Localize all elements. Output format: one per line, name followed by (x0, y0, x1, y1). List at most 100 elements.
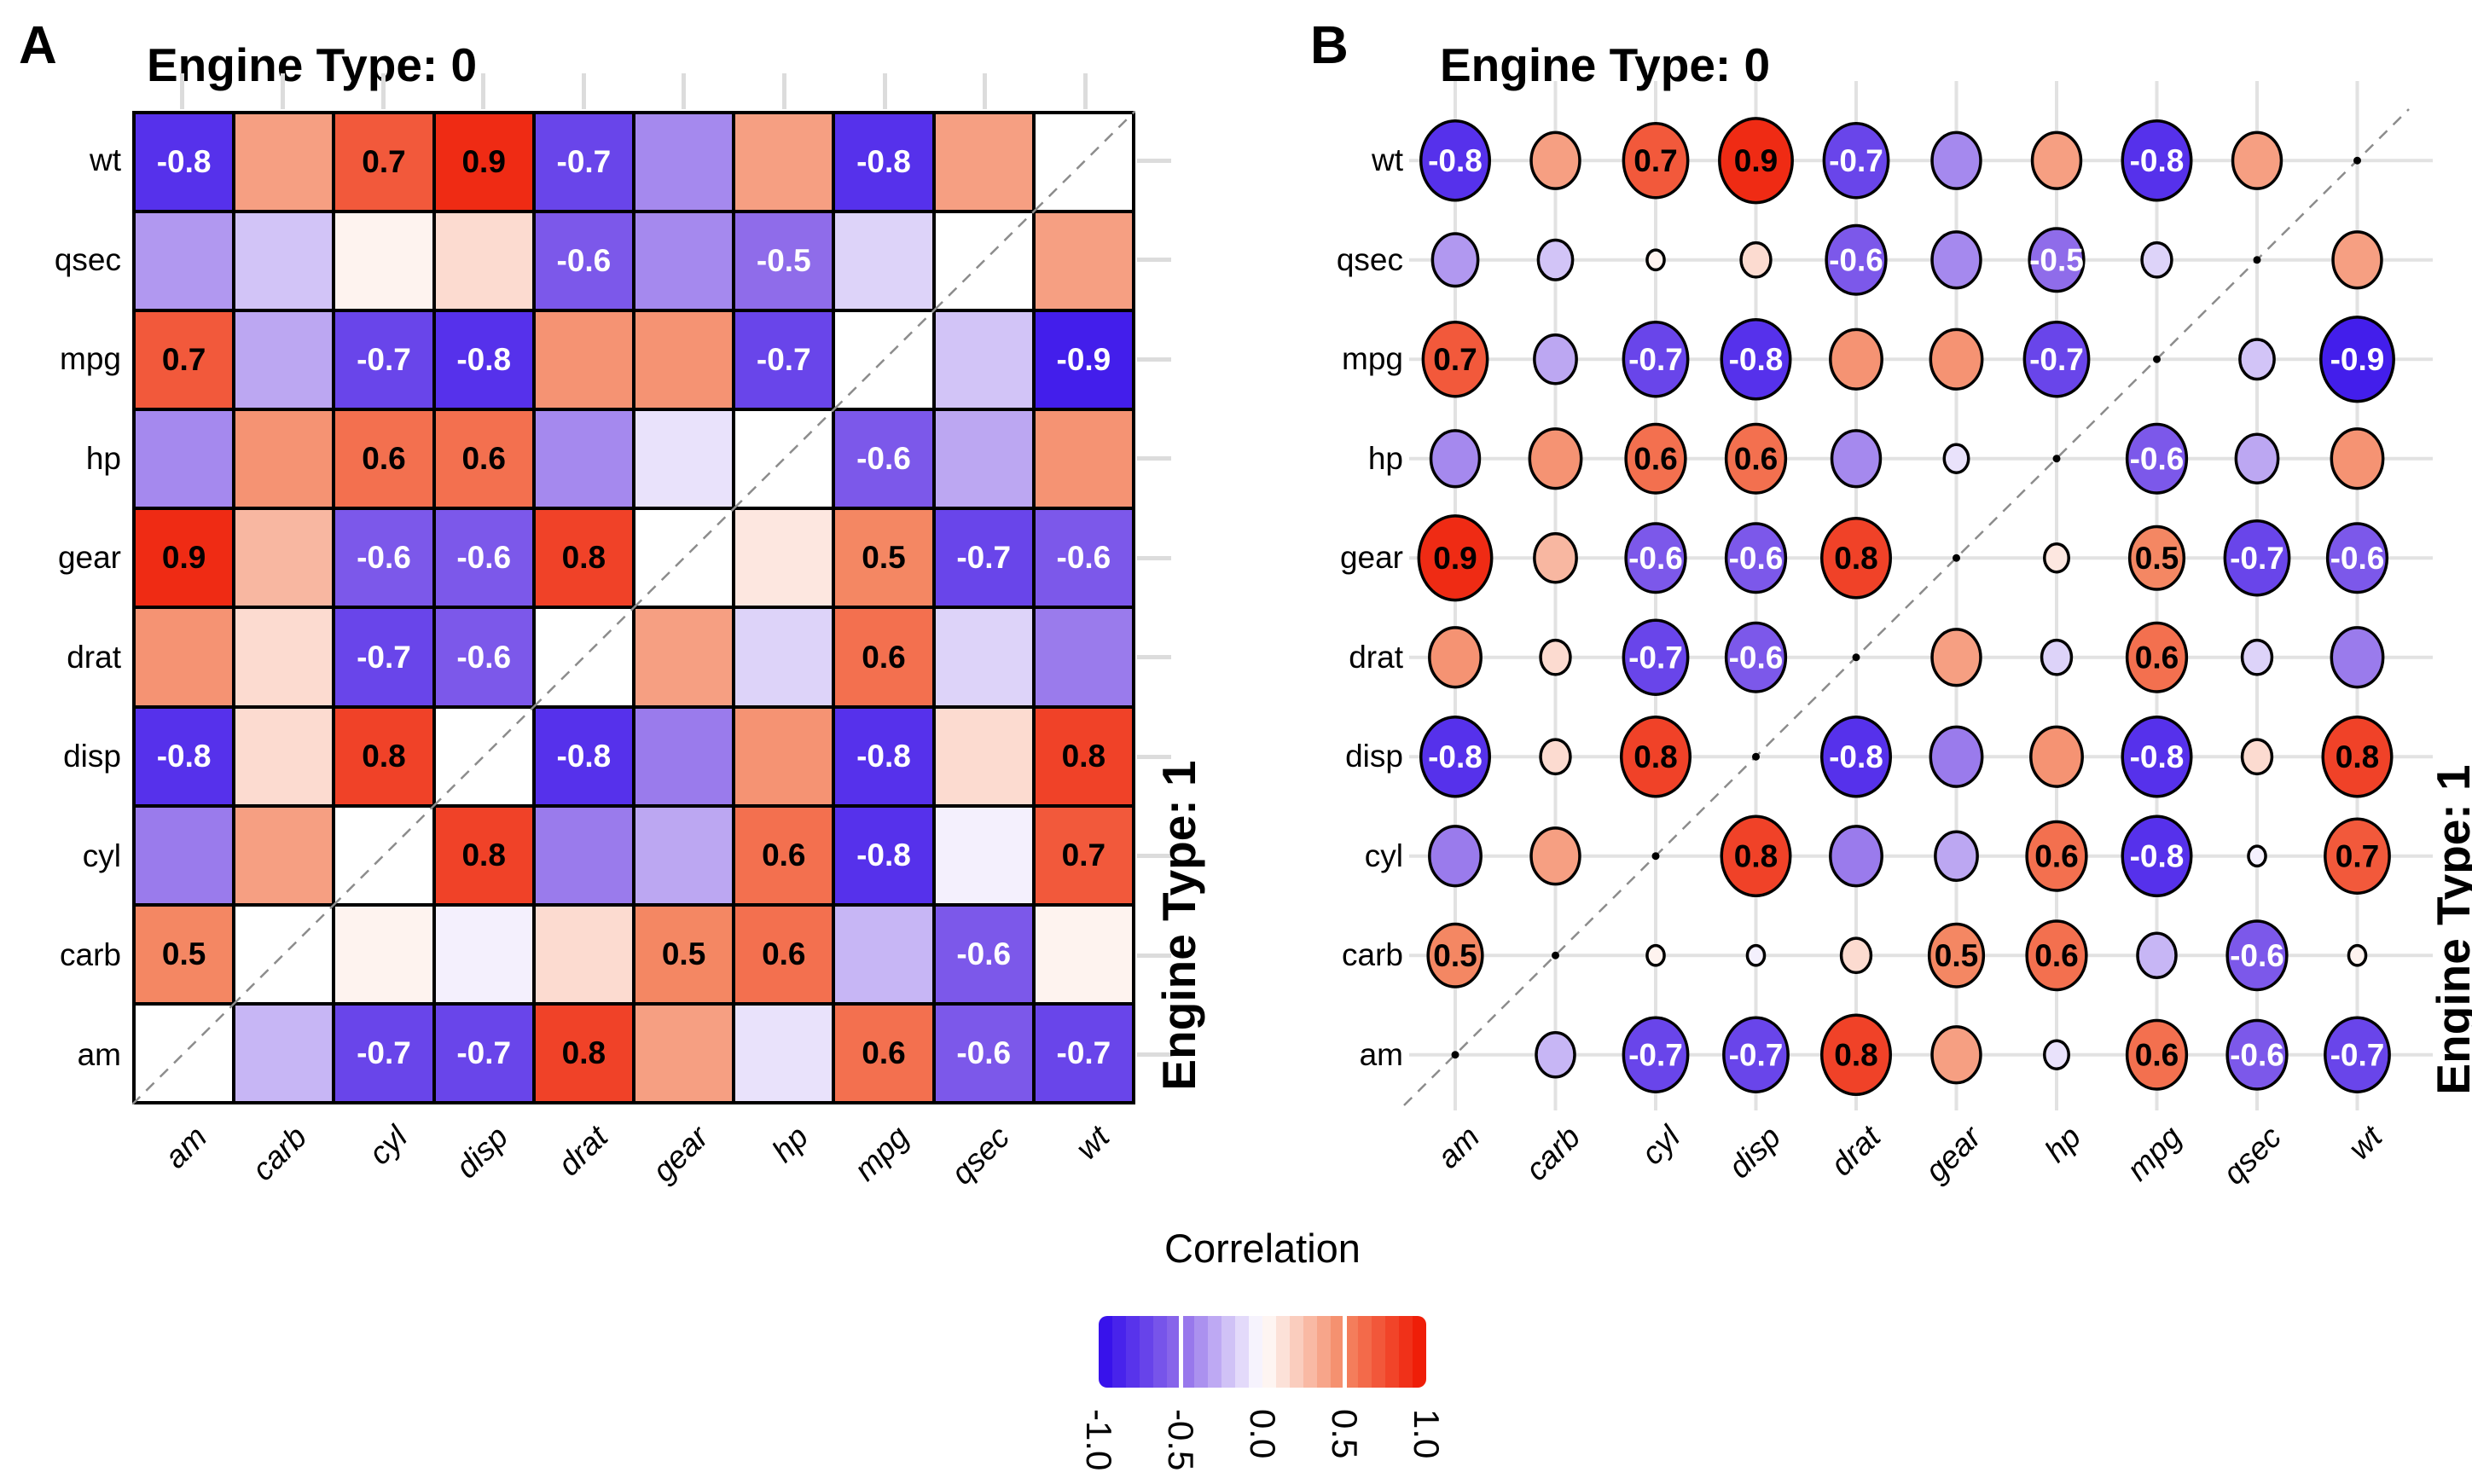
matrix-cell: 0.5 (833, 508, 934, 608)
matrix-cell: -0.8 (833, 113, 934, 212)
circle-value-label: 0.8 (1834, 541, 1877, 576)
correlation-circle (1820, 516, 1892, 600)
circle-value-label: 0.8 (1633, 739, 1677, 774)
correlation-circle (1724, 522, 1788, 594)
correlation-circle (2121, 715, 2193, 798)
correlation-circle (1624, 522, 1687, 594)
y-axis-label: qsec (54, 241, 121, 277)
cell-value-label: -0.7 (756, 342, 811, 378)
circle-value-label: -0.6 (1628, 541, 1683, 576)
correlation-circle (1622, 1016, 1690, 1094)
matrix-cell-diagonal (433, 706, 534, 806)
circle-value-label: 0.8 (1834, 1037, 1877, 1072)
legend-gradient-step (1290, 1316, 1303, 1388)
correlation-circle (1825, 223, 1888, 296)
matrix-cell: -0.6 (433, 607, 534, 707)
cell-value-label: -0.7 (556, 144, 612, 180)
legend-gradient-step (1235, 1316, 1249, 1388)
matrix-cell-diagonal (633, 508, 734, 608)
circle-value-label: -0.7 (1829, 143, 1883, 178)
y-axis-label: hp (85, 440, 121, 476)
correlation-circle (1645, 943, 1666, 967)
circle-value-label: -0.6 (1729, 640, 1784, 675)
axis-tick-right (1137, 655, 1171, 660)
y-axis-label: carb (1342, 937, 1403, 973)
matrix-cell: -0.6 (1033, 508, 1134, 608)
matrix-cell: -0.6 (433, 508, 534, 608)
correlation-circle (1645, 248, 1666, 272)
cell-value-label: 0.8 (461, 837, 506, 872)
circle-value-label: 0.5 (1433, 938, 1477, 973)
y-axis-label: cyl (1364, 838, 1403, 873)
matrix-cell (234, 212, 334, 311)
correlation-circle (1421, 320, 1489, 398)
circle-value-label: 0.6 (1633, 441, 1677, 476)
matrix-cell (134, 805, 235, 905)
circle-value-label: -0.6 (1829, 242, 1883, 277)
circle-value-label: -0.7 (1729, 1037, 1784, 1072)
correlation-circle (2121, 119, 2193, 202)
matrix-cell (533, 805, 634, 905)
matrix-cell: -0.6 (933, 1003, 1034, 1103)
correlation-circle (2043, 542, 2070, 574)
diagonal-dot (1651, 852, 1660, 861)
cell-value-label: -0.7 (357, 639, 411, 675)
correlation-circle (2234, 432, 2280, 484)
correlation-circle (1724, 621, 1788, 693)
y-axis-label: cyl (82, 838, 121, 873)
matrix-cell: 0.8 (533, 1003, 634, 1103)
correlation-circle (1535, 1031, 1576, 1079)
circle-value-label: 0.5 (1935, 938, 1978, 973)
correlation-circle (1536, 238, 1575, 281)
axis-tick-right (1137, 456, 1171, 461)
correlation-circle (2324, 817, 2391, 896)
correlation-circle (1829, 825, 1883, 888)
matrix-cell: -0.7 (533, 113, 634, 212)
circle-value-label: 0.6 (2034, 838, 2078, 873)
correlation-circle (2223, 519, 2291, 597)
correlation-circle (2325, 522, 2389, 594)
legend-gradient-bar (1099, 1316, 1426, 1388)
cell-value-label: 0.6 (862, 639, 906, 675)
correlation-circle (1417, 514, 1494, 602)
cell-value-label: -0.6 (357, 540, 411, 576)
matrix-cell (633, 310, 734, 410)
matrix-cell: 0.7 (334, 113, 434, 212)
y-axis-label: drat (67, 639, 121, 675)
matrix-cell: 0.6 (734, 904, 834, 1004)
correlation-circle (2125, 422, 2189, 495)
axis-tick-right (1137, 854, 1171, 859)
matrix-cell (633, 113, 734, 212)
axis-tick-top (781, 73, 786, 109)
correlation-circle (1622, 618, 1690, 697)
panel-b-badge: B (1310, 16, 1349, 75)
matrix-cell-diagonal (833, 310, 934, 410)
panel-a-right-facet-label: Engine Type: 1 (1152, 760, 1205, 1091)
diagonal-line (1403, 108, 2410, 1106)
matrix-cell: -0.6 (533, 212, 634, 311)
correlation-circle (1529, 826, 1581, 886)
legend-separator (1342, 1316, 1347, 1388)
y-axis-label: am (77, 1036, 121, 1072)
legend-tick-label: -1.0 (1079, 1409, 1119, 1471)
matrix-cell (234, 706, 334, 806)
axis-tick-top (682, 73, 687, 109)
circle-value-label: -0.6 (1729, 541, 1784, 576)
y-axis-label: wt (1372, 142, 1403, 178)
diagonal-dot (2153, 355, 2161, 363)
circle-value-label: 0.6 (1734, 441, 1778, 476)
matrix-cell: -0.9 (1033, 310, 1134, 410)
correlation-circle (2330, 626, 2385, 689)
matrix-cell: -0.7 (734, 310, 834, 410)
matrix-cell: -0.7 (334, 310, 434, 410)
axis-tick-right (1137, 357, 1171, 362)
matrix-cell: -0.7 (334, 607, 434, 707)
y-axis-label: mpg (1342, 341, 1403, 377)
correlation-circle (1718, 117, 1794, 205)
matrix-cell (633, 1003, 734, 1103)
cell-value-label: -0.5 (756, 243, 811, 279)
matrix-cell (1033, 904, 1134, 1004)
matrix-cell (633, 409, 734, 509)
